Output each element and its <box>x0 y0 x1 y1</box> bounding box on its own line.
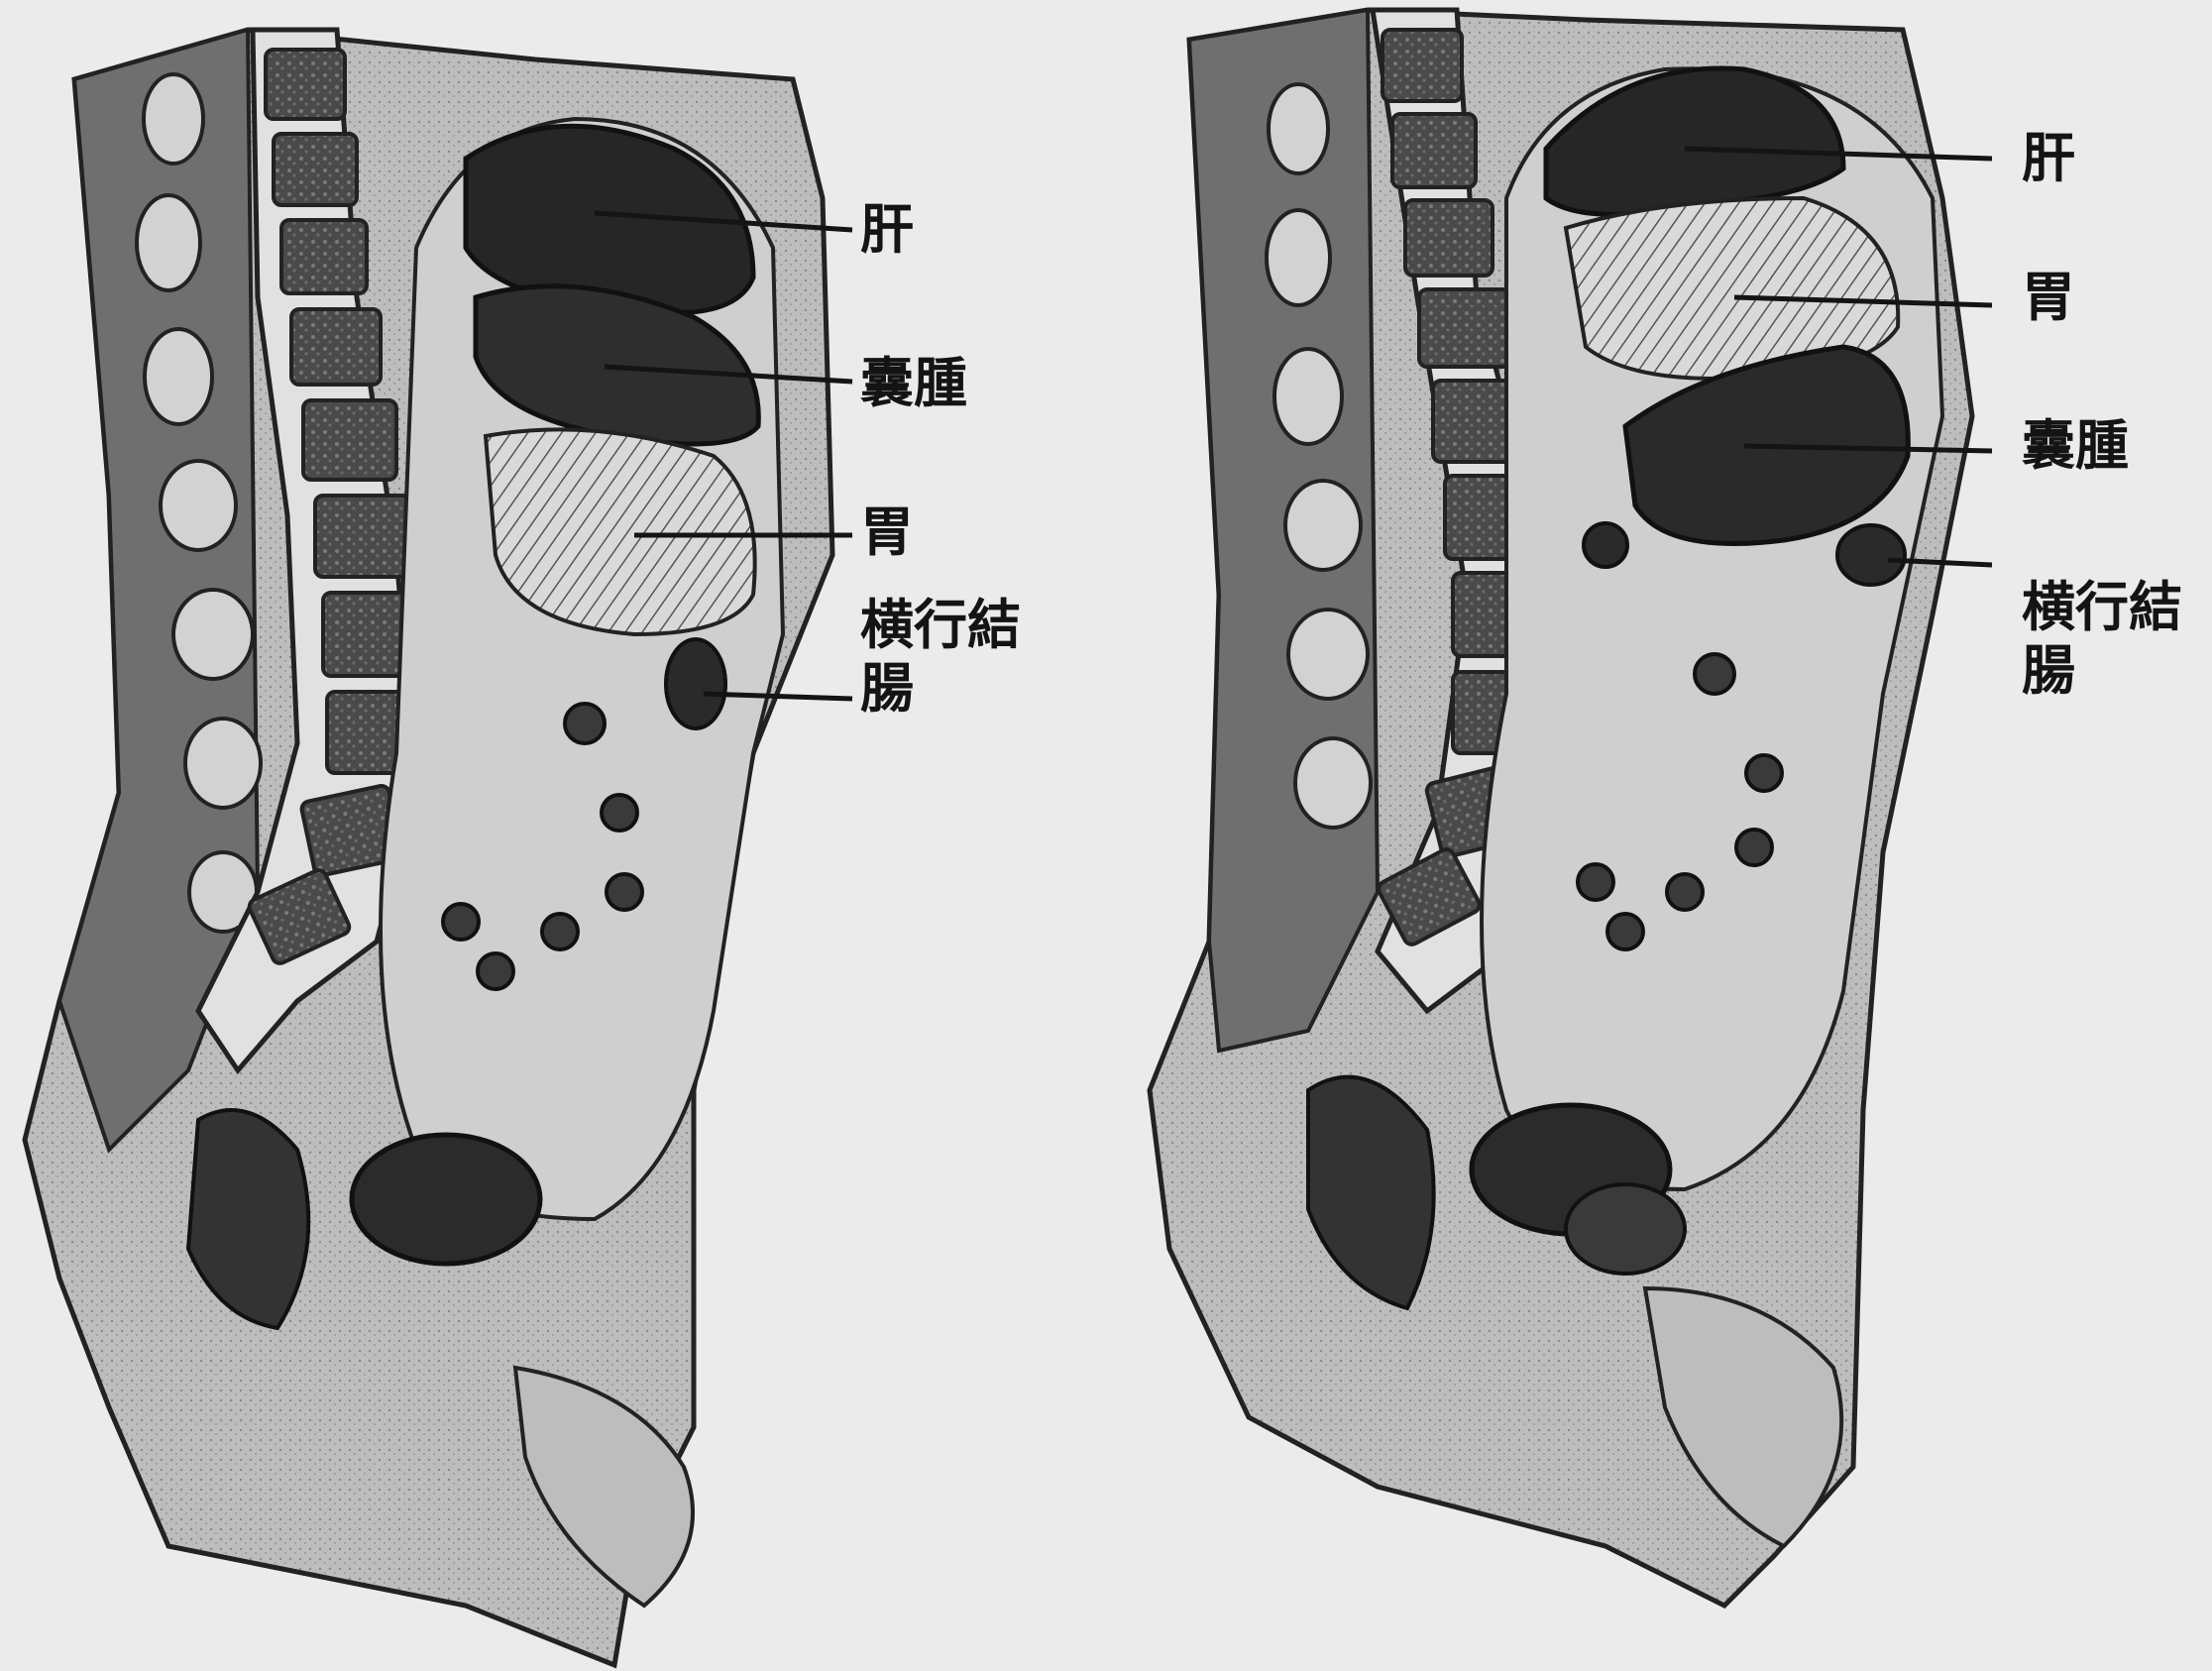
left-figure <box>25 30 852 1665</box>
right-figure <box>1150 10 1992 1606</box>
left-label-transverse-colon: 横行結腸 <box>860 593 1039 720</box>
left-transverse-colon <box>666 639 725 728</box>
left-label-stomach: 胃 <box>860 501 914 562</box>
left-label-cyst: 囊腫 <box>860 352 967 413</box>
right-label-cyst: 囊腫 <box>2022 414 2129 476</box>
left-bladder <box>352 1135 540 1264</box>
left-label-liver: 肝 <box>860 198 914 260</box>
right-transverse-colon <box>1837 525 1905 585</box>
right-label-stomach: 胃 <box>2022 266 2075 327</box>
right-label-liver: 肝 <box>2022 127 2075 188</box>
right-label-transverse-colon: 横行結腸 <box>2022 575 2200 702</box>
